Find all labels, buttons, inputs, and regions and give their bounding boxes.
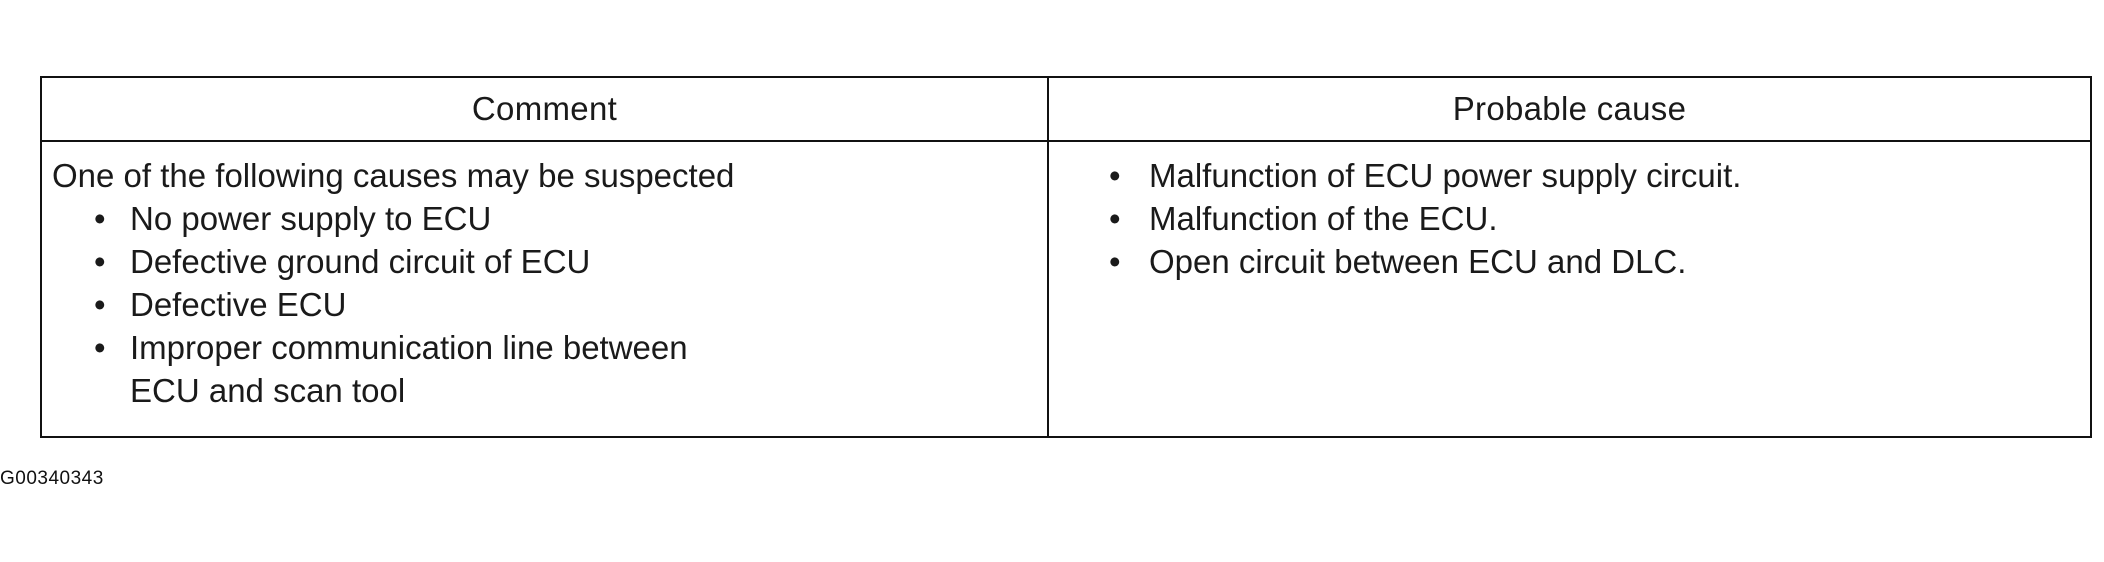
figure-code: G00340343 bbox=[0, 468, 104, 489]
list-item-text: Malfunction of the ECU. bbox=[1149, 200, 1498, 237]
list-item-text: ECU and scan tool bbox=[130, 372, 406, 409]
list-item-text: Improper communication line between bbox=[130, 329, 688, 366]
comment-header-label: Comment bbox=[471, 90, 618, 127]
probable-cause-bullet-list: • Malfunction of ECU power supply circui… bbox=[1109, 154, 2090, 283]
list-item-text: Open circuit between ECU and DLC. bbox=[1149, 243, 1687, 280]
list-item-text: Malfunction of ECU power supply circuit. bbox=[1149, 157, 1742, 194]
list-item: • Defective ground circuit of ECU bbox=[52, 240, 1047, 283]
list-item: • Open circuit between ECU and DLC. bbox=[1109, 240, 2090, 283]
list-item: • No power supply to ECU bbox=[52, 197, 1047, 240]
bullet-dot: • bbox=[1109, 200, 1121, 237]
bullet-dot: • bbox=[1109, 243, 1121, 280]
bullet-dot: • bbox=[94, 243, 106, 280]
probable-cause-cell: • Malfunction of ECU power supply circui… bbox=[1049, 142, 2090, 436]
list-item-continuation: ECU and scan tool bbox=[52, 369, 1047, 412]
comment-bullet-list: • No power supply to ECU • Defective gro… bbox=[52, 197, 1047, 412]
diagnosis-table: Comment Probable cause One of the follow… bbox=[40, 76, 2092, 438]
list-item-text: No power supply to ECU bbox=[130, 200, 492, 237]
probable-cause-header-label: Probable cause bbox=[1452, 90, 1687, 127]
comment-intro: One of the following causes may be suspe… bbox=[52, 157, 735, 194]
list-item-text: Defective ground circuit of ECU bbox=[130, 243, 591, 280]
list-item: • Defective ECU bbox=[52, 283, 1047, 326]
bullet-dot: • bbox=[94, 329, 106, 366]
list-item: • Malfunction of ECU power supply circui… bbox=[1109, 154, 2090, 197]
probable-cause-header: Probable cause bbox=[1049, 78, 2090, 142]
list-item: • Malfunction of the ECU. bbox=[1109, 197, 2090, 240]
bullet-dot: • bbox=[94, 200, 106, 237]
bullet-dot: • bbox=[94, 286, 106, 323]
comment-header: Comment bbox=[42, 78, 1049, 142]
list-item-text: Defective ECU bbox=[130, 286, 347, 323]
comment-cell: One of the following causes may be suspe… bbox=[42, 142, 1049, 436]
bullet-dot: • bbox=[1109, 157, 1121, 194]
list-item: • Improper communication line between bbox=[52, 326, 1047, 369]
